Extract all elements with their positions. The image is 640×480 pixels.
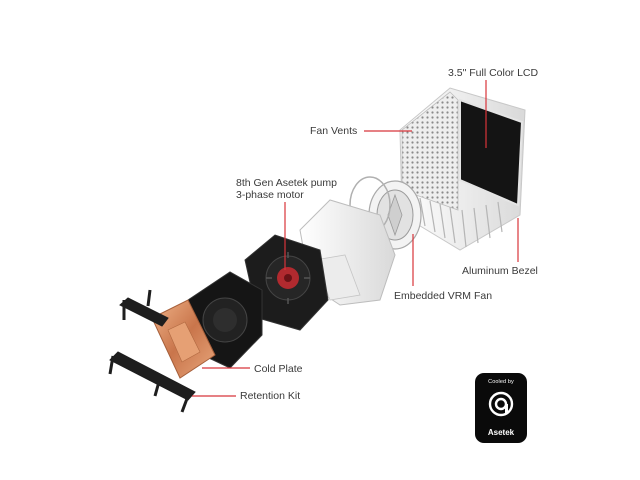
- label-lcd: 3.5" Full Color LCD: [448, 67, 539, 79]
- label-aluminum-bezel: Aluminum Bezel: [462, 265, 538, 277]
- badge-brand: Asetek: [487, 428, 515, 437]
- lcd-housing: [399, 87, 526, 251]
- label-cold-plate: Cold Plate: [254, 363, 303, 375]
- retention-kit: [108, 289, 196, 413]
- label-vrm-fan: Embedded VRM Fan: [394, 290, 493, 302]
- fan-vents-grille: [401, 91, 459, 211]
- label-fan-vents: Fan Vents: [310, 125, 358, 137]
- asetek-badge: Cooled by Asetek: [475, 373, 527, 443]
- badge-cooled-by: Cooled by: [488, 379, 514, 385]
- label-retention-kit: Retention Kit: [240, 390, 301, 402]
- aluminum-bezel: [409, 194, 503, 248]
- cold-plate: [151, 299, 216, 379]
- asetek-logo-icon: [488, 391, 514, 417]
- lcd-screen: [459, 98, 524, 207]
- pump-motor: [244, 234, 329, 331]
- label-pump: 8th Gen Asetek pump 3-phase motor: [236, 177, 337, 201]
- leader-lines: [192, 80, 519, 397]
